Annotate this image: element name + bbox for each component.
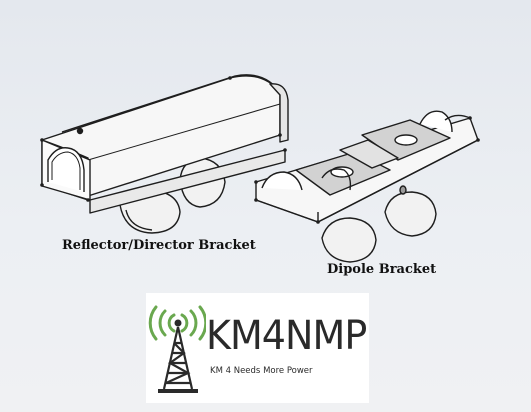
- reflector-director-bracket: [40, 74, 289, 234]
- logo-tagline: KM 4 Needs More Power: [210, 366, 313, 376]
- dipole-caption: Dipole Bracket: [327, 262, 437, 277]
- reflector-director-caption: Reflector/Director Bracket: [62, 238, 256, 253]
- radio-tower-icon: [148, 305, 206, 393]
- dipole-bracket: [254, 110, 480, 263]
- logo-title: KM4NMP: [206, 313, 367, 359]
- logo: KM4NMP KM 4 Needs More Power: [146, 293, 369, 403]
